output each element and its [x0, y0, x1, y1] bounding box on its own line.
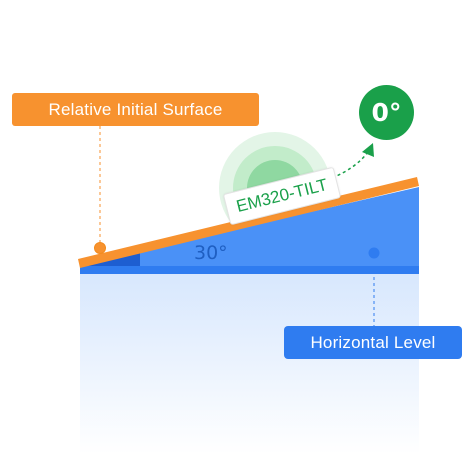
tilt-angle-label: 30° [194, 242, 228, 264]
horizontal-level-callout: Horizontal Level [284, 326, 462, 359]
tilt-wedge [80, 187, 419, 268]
relative-surface-bar [78, 177, 419, 268]
reading-arrow-head-icon [362, 143, 374, 157]
horizontal-level-label: Horizontal Level [310, 332, 436, 352]
horizontal-bar [80, 266, 419, 274]
reading-badge: 0° [359, 85, 414, 140]
level-dot-icon [368, 247, 380, 259]
relative-surface-label: Relative Initial Surface [48, 99, 223, 119]
surface-dot-icon [94, 242, 106, 254]
reading-arrow-line [331, 151, 369, 179]
relative-surface-callout: Relative Initial Surface [12, 93, 259, 126]
reading-value: 0° [371, 98, 402, 127]
base-block [80, 273, 419, 454]
